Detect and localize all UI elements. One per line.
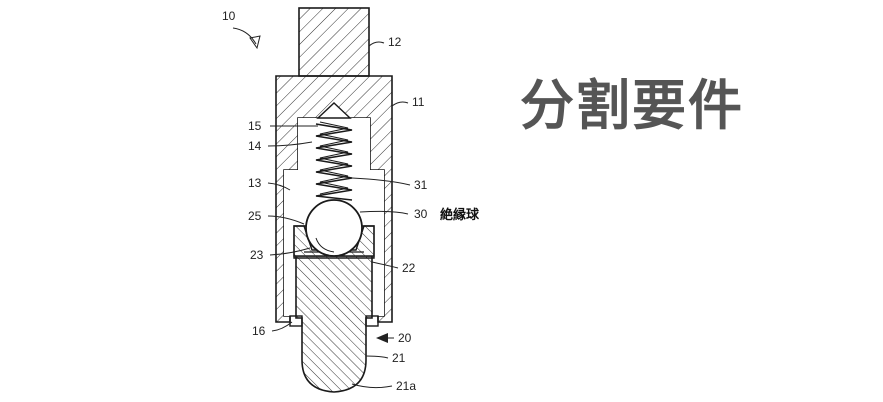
- leader-21: [365, 355, 389, 359]
- label-22: 22: [402, 261, 416, 275]
- label-14: 14: [248, 139, 262, 153]
- ring-16-right: [365, 315, 379, 327]
- leader-11: [391, 101, 409, 107]
- leader-10: [232, 27, 257, 45]
- label-13: 13: [248, 176, 262, 190]
- arrow-10: [249, 35, 261, 50]
- leader-12: [368, 41, 385, 47]
- page-title: 分割要件: [520, 73, 744, 137]
- label-11: 11: [412, 95, 425, 109]
- label-16: 16: [252, 324, 266, 338]
- leader-23: [269, 247, 311, 256]
- ball-highlight: [315, 237, 335, 253]
- label-15: 15: [248, 119, 262, 133]
- insulating-ball-30: [305, 199, 363, 257]
- label-21a: 21a: [396, 379, 416, 393]
- shaft-12: [298, 7, 370, 77]
- arrow-20: [376, 333, 388, 343]
- plunger-20: [295, 255, 373, 393]
- leader-13: [267, 182, 291, 191]
- leader-30: [359, 210, 409, 215]
- leader-22: [371, 261, 399, 269]
- spring-31-back: [319, 121, 349, 195]
- label-10: 10: [222, 9, 236, 23]
- ring-16: [289, 315, 303, 327]
- spring-31: [315, 123, 353, 201]
- label-12: 12: [388, 35, 402, 49]
- label-30: 30: [414, 207, 428, 221]
- leader-16: [271, 321, 293, 332]
- label-21: 21: [392, 351, 406, 365]
- leader-25: [267, 215, 305, 225]
- insulating-ball-callout: 絶縁球: [439, 207, 480, 223]
- leader-21a: [351, 383, 393, 389]
- label-20: 20: [398, 331, 412, 345]
- leader-31: [351, 177, 411, 186]
- bore-tip-15: [316, 102, 352, 119]
- label-23: 23: [250, 248, 264, 262]
- label-25: 25: [248, 209, 262, 223]
- leader-14: [267, 141, 313, 147]
- label-31: 31: [414, 178, 428, 192]
